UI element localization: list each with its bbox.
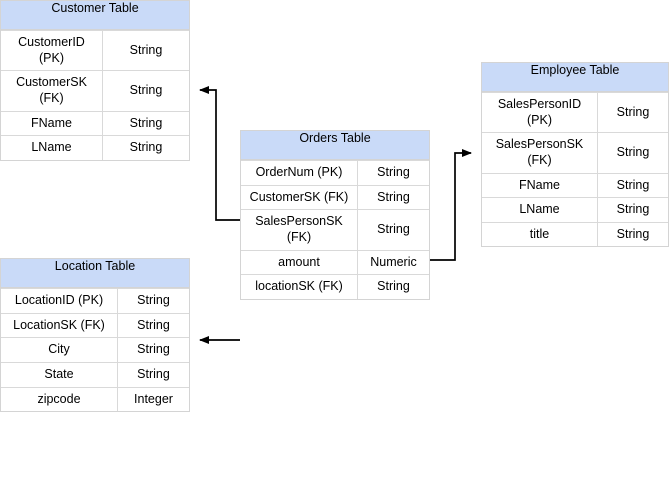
table-row[interactable]: State String bbox=[1, 361, 189, 388]
field-type: String bbox=[117, 312, 189, 339]
table-row[interactable]: SalesPersonID (PK) String bbox=[482, 91, 668, 134]
field-name: LName bbox=[1, 135, 103, 160]
field-type: String bbox=[357, 209, 429, 251]
field-type: String bbox=[102, 29, 189, 72]
field-name: SalesPersonID (PK) bbox=[482, 91, 598, 134]
field-name: State bbox=[1, 361, 118, 388]
field-name: amount bbox=[241, 249, 358, 276]
field-type: String bbox=[597, 91, 668, 134]
field-type: String bbox=[117, 337, 189, 363]
field-name: LocationID (PK) bbox=[1, 288, 118, 314]
table-row[interactable]: LocationID (PK) String bbox=[1, 288, 189, 314]
customer-table-title: Customer Table bbox=[1, 1, 189, 30]
field-name: OrderNum (PK) bbox=[241, 160, 358, 186]
table-row[interactable]: City String bbox=[1, 337, 189, 363]
table-row[interactable]: LocationSK (FK) String bbox=[1, 312, 189, 339]
field-name: FName bbox=[482, 172, 598, 199]
field-type: String bbox=[357, 274, 429, 299]
field-name: zipcode bbox=[1, 386, 118, 412]
field-name: CustomerSK (FK) bbox=[1, 70, 103, 112]
field-name: SalesPersonSK (FK) bbox=[482, 132, 598, 174]
field-type: String bbox=[117, 361, 189, 388]
field-type: String bbox=[357, 160, 429, 186]
connector-orders-to-customer bbox=[199, 86, 240, 221]
entity-customer-table[interactable]: Customer Table CustomerID (PK) String Cu… bbox=[0, 0, 190, 161]
field-name: FName bbox=[1, 110, 103, 137]
field-name: CustomerID (PK) bbox=[1, 29, 103, 72]
connector-orders-to-employee bbox=[430, 149, 472, 261]
table-row[interactable]: locationSK (FK) String bbox=[241, 274, 429, 299]
customer-table-grid: CustomerID (PK) String CustomerSK (FK) S… bbox=[1, 29, 189, 160]
field-type: String bbox=[102, 110, 189, 137]
field-type: String bbox=[117, 288, 189, 314]
field-name: LName bbox=[482, 197, 598, 223]
field-type: String bbox=[102, 70, 189, 112]
field-type: String bbox=[597, 197, 668, 223]
table-row[interactable]: OrderNum (PK) String bbox=[241, 160, 429, 186]
field-type: String bbox=[597, 221, 668, 247]
table-row[interactable]: title String bbox=[482, 221, 668, 247]
table-row[interactable]: CustomerSK (FK) String bbox=[241, 184, 429, 211]
field-name: City bbox=[1, 337, 118, 363]
table-row[interactable]: LName String bbox=[482, 197, 668, 223]
employee-table-title: Employee Table bbox=[482, 63, 668, 92]
entity-location-table[interactable]: Location Table LocationID (PK) String Lo… bbox=[0, 258, 190, 413]
table-row[interactable]: zipcode Integer bbox=[1, 386, 189, 412]
entity-employee-table[interactable]: Employee Table SalesPersonID (PK) String… bbox=[481, 62, 669, 248]
orders-table-title: Orders Table bbox=[241, 131, 429, 160]
table-row[interactable]: FName String bbox=[1, 110, 189, 137]
field-type: String bbox=[357, 184, 429, 211]
field-name: locationSK (FK) bbox=[241, 274, 358, 299]
entity-orders-table[interactable]: Orders Table OrderNum (PK) String Custom… bbox=[240, 130, 430, 300]
table-row[interactable]: FName String bbox=[482, 172, 668, 199]
table-row[interactable]: SalesPersonSK (FK) String bbox=[241, 209, 429, 251]
employee-table-grid: SalesPersonID (PK) String SalesPersonSK … bbox=[482, 91, 668, 247]
location-table-title: Location Table bbox=[1, 259, 189, 288]
table-row[interactable]: CustomerSK (FK) String bbox=[1, 70, 189, 112]
table-row[interactable]: LName String bbox=[1, 135, 189, 160]
field-type: String bbox=[597, 172, 668, 199]
field-name: SalesPersonSK (FK) bbox=[241, 209, 358, 251]
field-type: Numeric bbox=[357, 249, 429, 276]
field-name: LocationSK (FK) bbox=[1, 312, 118, 339]
field-name: CustomerSK (FK) bbox=[241, 184, 358, 211]
field-type: String bbox=[102, 135, 189, 160]
table-row[interactable]: SalesPersonSK (FK) String bbox=[482, 132, 668, 174]
field-type: Integer bbox=[117, 386, 189, 412]
field-type: String bbox=[597, 132, 668, 174]
field-name: title bbox=[482, 221, 598, 247]
table-row[interactable]: CustomerID (PK) String bbox=[1, 29, 189, 72]
location-table-grid: LocationID (PK) String LocationSK (FK) S… bbox=[1, 288, 189, 412]
orders-table-grid: OrderNum (PK) String CustomerSK (FK) Str… bbox=[241, 160, 429, 299]
table-row[interactable]: amount Numeric bbox=[241, 249, 429, 276]
